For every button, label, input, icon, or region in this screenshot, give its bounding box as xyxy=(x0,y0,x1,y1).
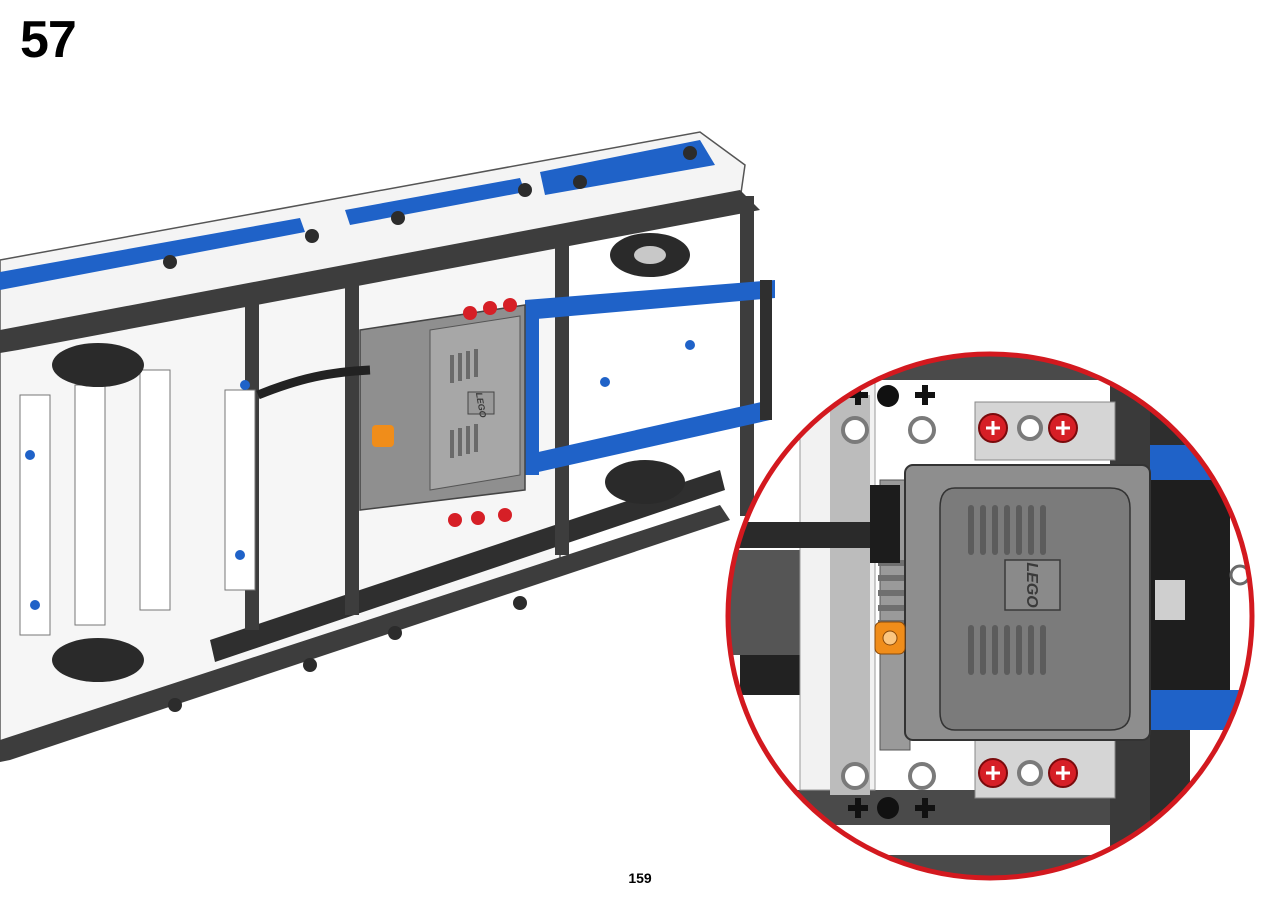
motor-logo: LEGO xyxy=(1023,562,1040,608)
step-number: 57 xyxy=(20,11,77,69)
chassis-motor-logo: LEGO xyxy=(474,392,488,419)
detail-callout xyxy=(725,351,1255,881)
page-number: 159 xyxy=(628,870,652,886)
chassis-model xyxy=(0,131,775,762)
